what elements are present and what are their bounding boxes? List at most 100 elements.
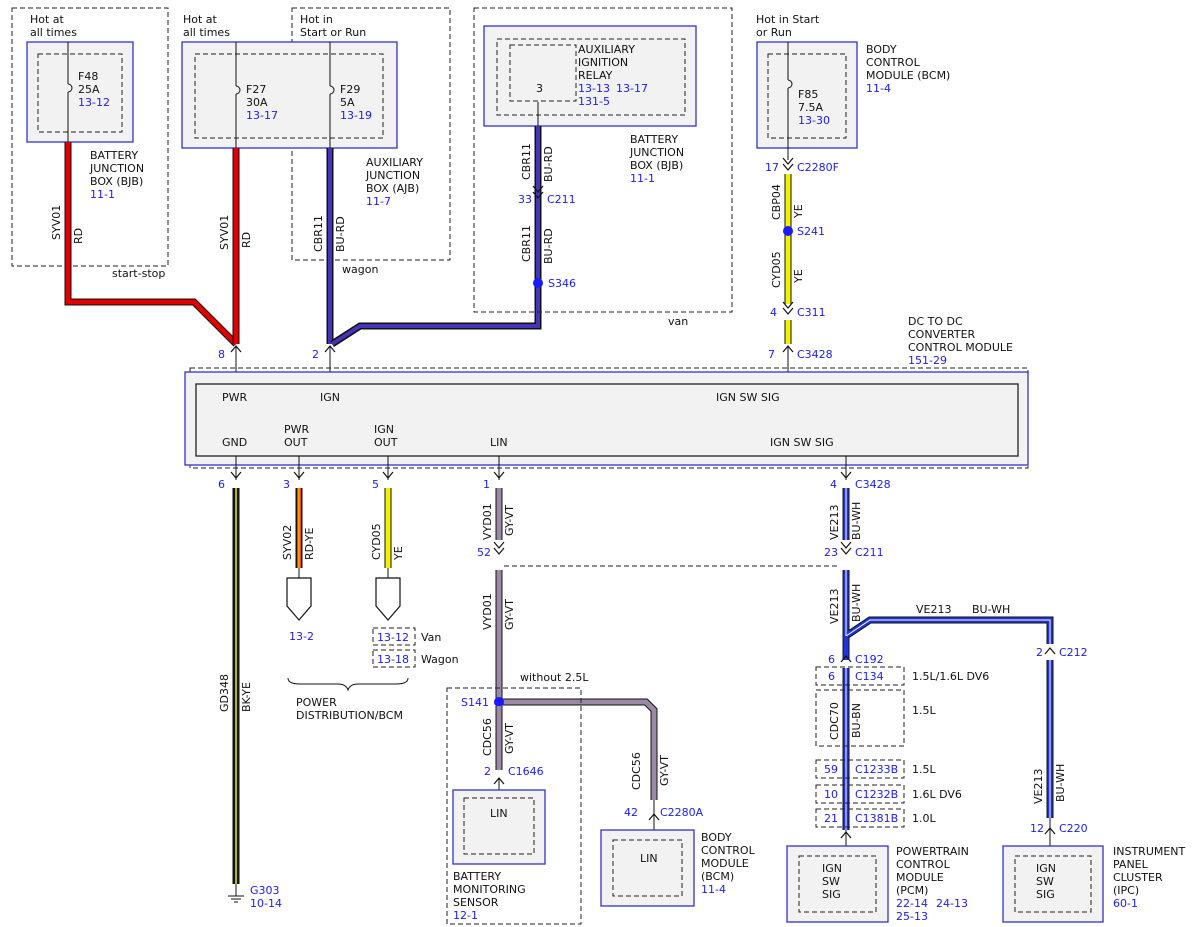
connector-c2280f-icon bbox=[782, 157, 794, 165]
bms-inner bbox=[463, 797, 535, 855]
wire-color: YE bbox=[392, 546, 405, 561]
van-variant-outline bbox=[473, 7, 733, 313]
fuse-rating: 30A bbox=[246, 96, 268, 109]
connector-pin5-icon bbox=[382, 471, 394, 479]
module-label: CONTROL bbox=[866, 56, 921, 69]
module-label: (IPC) bbox=[1113, 884, 1139, 897]
dcdc-pin-label: IGN bbox=[320, 391, 340, 404]
fuse-ref: 13-12 bbox=[78, 96, 110, 109]
module-label: JUNCTION bbox=[365, 169, 420, 182]
connector-c2280f-icon bbox=[782, 163, 794, 171]
connector-name: C3428 bbox=[855, 478, 891, 491]
dcdc-inner-frame bbox=[195, 383, 1019, 457]
pcm-inner bbox=[798, 855, 877, 913]
wire-color: GY-VT bbox=[503, 723, 516, 754]
splice-s141-icon bbox=[494, 697, 504, 707]
wire-circuit: CBP04 bbox=[770, 184, 783, 220]
module-label: INSTRUMENT bbox=[1113, 845, 1186, 858]
wire-circuit: CBR11 bbox=[520, 225, 533, 262]
pcm-pin-label: SIG bbox=[822, 888, 841, 901]
variant-label: 1.5L bbox=[912, 704, 936, 717]
module-ref: 12-1 bbox=[453, 909, 478, 922]
dcdc-pin-label: GND bbox=[222, 436, 247, 449]
variant-label: start-stop bbox=[112, 267, 165, 280]
connector-pin: 33 bbox=[518, 193, 532, 206]
fuse-rating: 7.5A bbox=[798, 101, 823, 114]
variant-ref: 13-12 bbox=[377, 631, 409, 644]
fuse-ref: 13-19 bbox=[340, 109, 372, 122]
module-label: BOX (BJB) bbox=[630, 159, 683, 172]
dcdc-pin-label: LIN bbox=[490, 436, 508, 449]
module-label: MODULE bbox=[701, 857, 749, 870]
fuse-name: F29 bbox=[340, 83, 360, 96]
wire-circuit: CBR11 bbox=[312, 215, 325, 252]
connector-name: C192 bbox=[855, 653, 884, 666]
connector-name: C1233B bbox=[855, 763, 898, 776]
variant-connector-box bbox=[815, 808, 905, 828]
bjb-left-module bbox=[26, 41, 134, 143]
wire-color: GY-VT bbox=[658, 755, 671, 786]
bcm-top-module bbox=[756, 41, 858, 149]
module-label: BATTERY bbox=[90, 149, 138, 162]
wire-circuit: CYD05 bbox=[770, 251, 783, 288]
bjb-right-module bbox=[483, 25, 697, 127]
connector-pin: 2 bbox=[1036, 646, 1043, 659]
module-label: MODULE bbox=[896, 871, 944, 884]
fuse-ref: 13-17 bbox=[246, 109, 278, 122]
supply-label: Hot at bbox=[183, 13, 218, 26]
wire-color: BU-WH bbox=[1054, 764, 1067, 802]
fuse-name: F85 bbox=[798, 88, 818, 101]
relay-label: IGNITION bbox=[578, 56, 628, 69]
wire-color: BU-WH bbox=[972, 603, 1010, 616]
ipc-pin-label: IGN bbox=[1036, 862, 1056, 875]
module-ref: 24-13 bbox=[936, 897, 968, 910]
connector-c311-icon bbox=[782, 301, 794, 309]
wire-color: YE bbox=[792, 204, 805, 219]
wire-color: GY-VT bbox=[503, 599, 516, 630]
wire-color: BU-WH bbox=[850, 584, 863, 622]
connector-c211-icon bbox=[532, 185, 544, 193]
connector-pin: 5 bbox=[372, 478, 379, 491]
variant-label: 1.5L bbox=[912, 763, 936, 776]
connector-pin: 52 bbox=[477, 546, 491, 559]
module-label: (PCM) bbox=[896, 884, 928, 897]
fuse-symbol-icon bbox=[787, 79, 793, 89]
connector-c211-icon bbox=[840, 541, 852, 549]
fuse-rating: 5A bbox=[340, 96, 355, 109]
module-label: (BCM) bbox=[701, 870, 734, 883]
connector-pin52-icon bbox=[493, 541, 505, 549]
ipc-inner bbox=[1014, 855, 1092, 913]
connector-pin6-icon bbox=[230, 471, 242, 479]
wire-cdc56-b bbox=[499, 699, 657, 800]
module-label: BODY bbox=[701, 831, 732, 844]
relay-ref: 13-13 bbox=[578, 82, 610, 95]
module-label: PANEL bbox=[1113, 858, 1149, 871]
pcm-module bbox=[786, 845, 889, 923]
splice-s346-icon bbox=[533, 278, 543, 288]
variant-label: 1.5L/1.6L DV6 bbox=[912, 670, 989, 683]
relay-housing bbox=[496, 38, 686, 116]
variant-label: 1.6L DV6 bbox=[912, 788, 962, 801]
power-distribution-label: POWER bbox=[296, 696, 337, 709]
variant-wire-box bbox=[815, 689, 905, 747]
module-ref: 11-4 bbox=[866, 82, 891, 95]
connector-c212-icon bbox=[1044, 647, 1056, 655]
pcm-pin-label: IGN bbox=[822, 862, 842, 875]
wire-circuit: VE213 bbox=[916, 603, 951, 616]
fuse-rating: 25A bbox=[78, 83, 100, 96]
connector-name: C2280F bbox=[797, 161, 839, 174]
connector-pin: 6 bbox=[828, 670, 835, 683]
wire-circuit: GD348 bbox=[218, 674, 231, 712]
connector-pin1-icon bbox=[493, 471, 505, 479]
connector-pin: 21 bbox=[824, 812, 838, 825]
module-ref: 11-7 bbox=[366, 195, 391, 208]
connector-c311-icon bbox=[782, 307, 794, 315]
splice-name: S241 bbox=[797, 225, 825, 238]
ipc-module bbox=[1002, 845, 1104, 923]
wire-circuit: CYD05 bbox=[370, 523, 383, 560]
wire-circuit: SYV01 bbox=[50, 205, 63, 240]
module-label: BATTERY bbox=[453, 870, 501, 883]
relay-ref: 131-5 bbox=[578, 95, 610, 108]
wire-color: RD bbox=[240, 232, 253, 248]
